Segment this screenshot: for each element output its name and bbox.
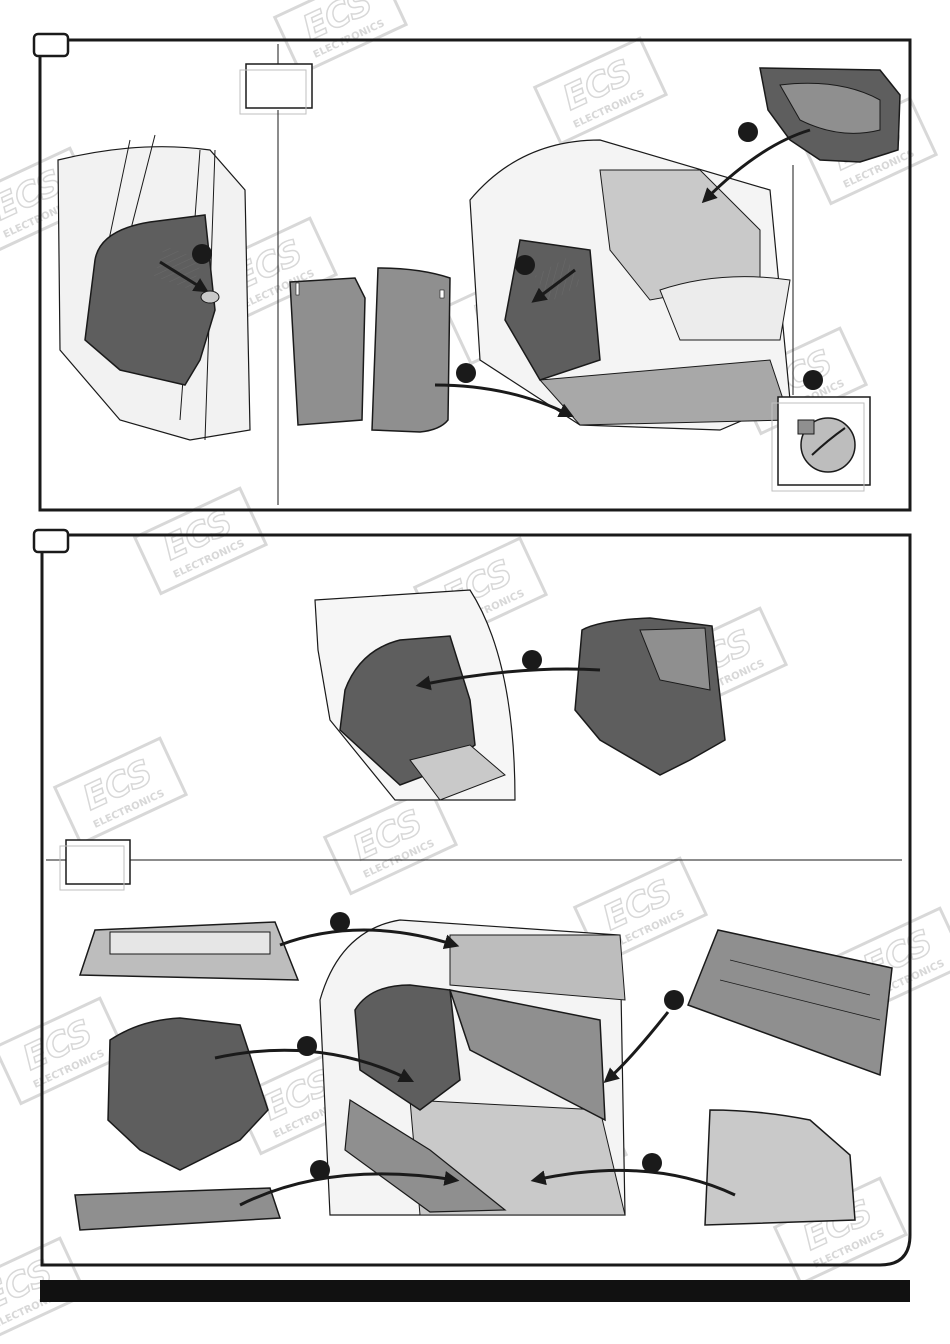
callout-dot — [664, 990, 684, 1010]
back-panel — [448, 989, 606, 1122]
callout-dot — [803, 370, 823, 390]
removed-floor-mat — [704, 1109, 856, 1226]
callout-dot — [310, 1160, 330, 1180]
panel-1-step-tab — [32, 32, 70, 58]
floor-panel-left — [289, 277, 366, 426]
callout-dot — [738, 122, 758, 142]
callout-dot — [456, 363, 476, 383]
callout-dot — [192, 244, 212, 264]
sill-plate — [344, 1098, 507, 1213]
callout-dot — [330, 912, 350, 932]
panel-1 — [32, 32, 912, 512]
floor-panel-right — [371, 267, 451, 433]
trunk-exploded-view — [74, 912, 893, 1231]
panel-1-frame — [38, 38, 912, 512]
panel-1-sub-marker-a — [245, 63, 313, 109]
callout-dot — [515, 255, 535, 275]
footer-bar — [40, 1280, 910, 1302]
callout-dot — [642, 1153, 662, 1173]
removed-side-trim — [107, 1017, 269, 1171]
panel-2-sub-marker — [65, 839, 131, 885]
removed-sill-trim — [74, 1187, 282, 1231]
panel-2-frame — [40, 533, 912, 1267]
rear-wall — [449, 934, 626, 1001]
panel-1-sub-marker-a-shadow — [239, 69, 307, 115]
trunk-inner-side — [354, 984, 461, 1111]
clip-detail-inset — [771, 370, 871, 492]
left-car-interior-illustration — [57, 134, 251, 441]
trunk-side-panel — [504, 239, 601, 381]
clip-hatch-left — [153, 246, 203, 290]
callout-dot — [297, 1036, 317, 1056]
panel-2-step-tab — [32, 528, 70, 554]
trunk-side-panel-removal — [314, 589, 726, 801]
removed-back-panel — [687, 929, 893, 1077]
right-trunk-illustration — [434, 139, 791, 431]
panel-2 — [32, 528, 912, 1267]
removed-side-trim-top — [701, 67, 901, 395]
removed-floor-panels — [289, 267, 451, 433]
callout-dot — [522, 650, 542, 670]
